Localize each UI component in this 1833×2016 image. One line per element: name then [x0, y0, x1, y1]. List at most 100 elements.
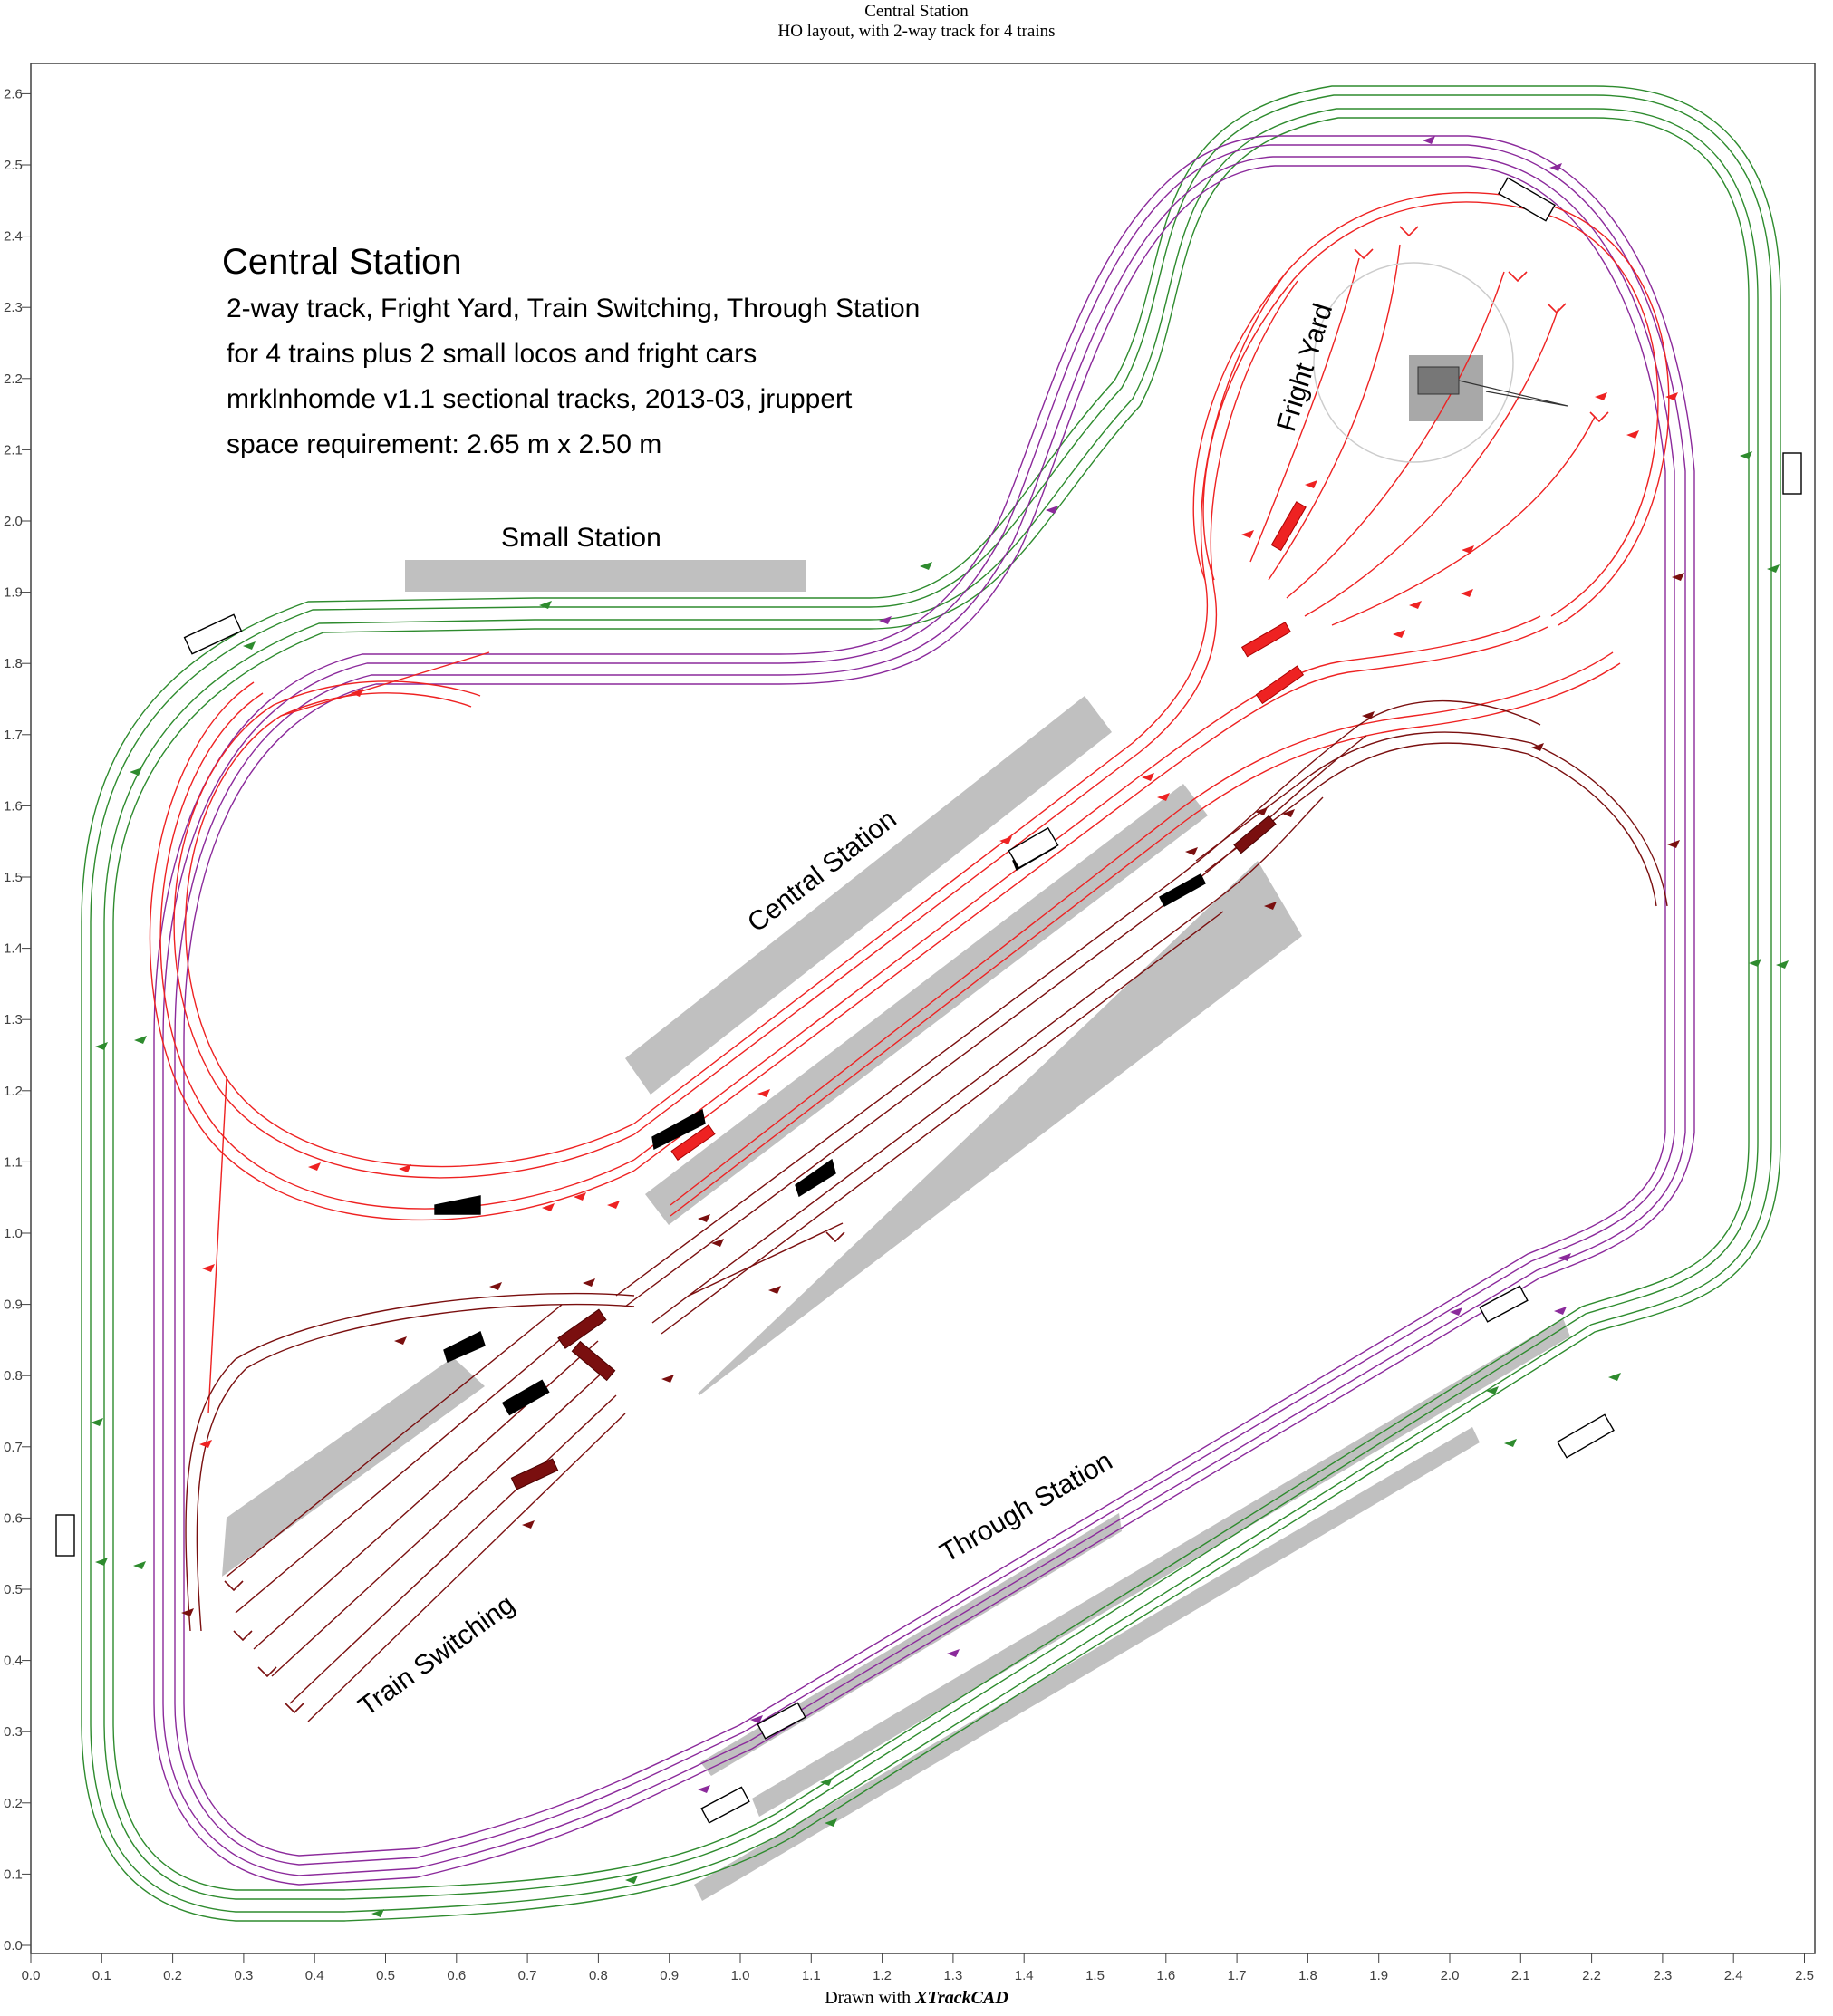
signal-marker	[1282, 809, 1295, 817]
central-station-platform-1	[625, 696, 1112, 1095]
darkred-outer-a	[1195, 731, 1668, 907]
signal-marker	[1558, 1253, 1571, 1261]
car-left	[183, 613, 243, 655]
buffer-3	[1508, 271, 1528, 283]
signal-marker	[820, 1778, 833, 1786]
signal-marker	[181, 1608, 194, 1616]
x-tick-label: 0.2	[163, 1968, 182, 1983]
description-line-2: for 4 trains plus 2 small locos and frig…	[227, 339, 757, 369]
loco-central-2	[1159, 873, 1206, 907]
x-tick-label: 1.6	[1156, 1968, 1175, 1983]
x-tick-label: 1.1	[802, 1968, 821, 1983]
y-tick-label: 0.4	[4, 1654, 23, 1669]
darkred-central-3	[651, 796, 1324, 1324]
purple-track-rail-b	[162, 144, 1686, 1876]
signal-marker	[583, 1278, 595, 1287]
x-tick-label: 0.7	[518, 1968, 537, 1983]
signal-marker	[522, 1520, 535, 1529]
y-tick-label: 2.1	[4, 442, 23, 458]
darkred-switch-6	[307, 1413, 626, 1722]
y-tick-label: 2.0	[4, 514, 23, 529]
signal-marker	[1393, 630, 1405, 638]
switching-buffer-stops	[224, 1231, 845, 1714]
red-loop-rail-c	[159, 692, 635, 1210]
x-tick-label: 1.2	[873, 1968, 892, 1983]
car-through-3	[757, 1702, 806, 1740]
car-through-1	[1479, 1285, 1529, 1323]
y-tick-label: 1.7	[4, 728, 23, 743]
signal-marker	[1667, 840, 1680, 848]
x-tick-label: 2.3	[1653, 1968, 1672, 1983]
signal-marker	[757, 1089, 770, 1097]
loco-small-station	[434, 1195, 481, 1215]
x-tick-label: 0.5	[376, 1968, 395, 1983]
signal-marker	[661, 1375, 674, 1383]
red-central-track-3	[633, 615, 1541, 1161]
signal-marker	[1776, 960, 1789, 969]
y-tick-label: 0.3	[4, 1724, 23, 1740]
signal-marker	[95, 1042, 108, 1050]
x-tick-label: 1.7	[1228, 1968, 1247, 1983]
purple-track-rail-d	[183, 165, 1666, 1857]
darkred-switch-4	[271, 1367, 608, 1677]
signal-marker	[1046, 506, 1058, 514]
signal-marker	[1462, 545, 1474, 554]
car-through-4	[700, 1786, 750, 1824]
red-yard-track-1	[1249, 257, 1360, 563]
signal-marker	[711, 1239, 724, 1247]
x-tick-label: 2.5	[1795, 1968, 1814, 1983]
darkred-central-4	[661, 911, 1224, 1335]
signal-marker	[133, 1561, 146, 1569]
drawn-with-footer: Drawn with XTrackCAD	[0, 1988, 1833, 2009]
buffer-5	[1589, 411, 1609, 423]
signal-marker	[574, 1192, 586, 1201]
signal-marker	[1461, 589, 1473, 597]
darkred-switch-2	[235, 1322, 581, 1614]
loco-lower-1	[651, 1108, 706, 1151]
signal-marker	[308, 1162, 321, 1171]
signal-marker	[1362, 711, 1375, 719]
signal-marker	[134, 1036, 147, 1044]
x-tick-label: 2.1	[1511, 1968, 1530, 1983]
label-train-switching: Train Switching	[353, 1589, 520, 1722]
crane-boom	[1458, 380, 1568, 407]
green-track-rail-a	[81, 85, 1781, 1922]
signal-marker	[920, 562, 932, 570]
train-switching-platform	[222, 1357, 485, 1577]
y-tick-label: 0.7	[4, 1440, 23, 1455]
wagon-r-2	[1240, 622, 1291, 658]
signal-marker	[1554, 1307, 1567, 1315]
signal-marker	[768, 1286, 781, 1294]
x-tick-label: 0.8	[589, 1968, 608, 1983]
signal-marker	[1241, 530, 1254, 538]
x-tick-label: 2.4	[1724, 1968, 1743, 1983]
y-tick-label: 0.8	[4, 1368, 23, 1384]
y-tick-label: 2.3	[4, 300, 23, 315]
description-line-4: space requirement: 2.65 m x 2.50 m	[227, 429, 661, 459]
x-tick-label: 0.4	[305, 1968, 324, 1983]
y-tick-label: 0.6	[4, 1510, 23, 1526]
sw-buffer-3	[257, 1666, 277, 1678]
small-station-platform	[405, 560, 806, 592]
signal-marker	[825, 1818, 837, 1827]
signal-marker	[1423, 136, 1435, 144]
signal-marker	[999, 836, 1012, 844]
signal-marker	[625, 1876, 638, 1884]
car-through-2	[1557, 1413, 1615, 1459]
y-tick-label: 2.2	[4, 371, 23, 387]
signal-marker	[1305, 480, 1317, 488]
purple-loop	[153, 135, 1695, 1886]
rolling-stock	[55, 177, 1802, 1824]
y-tick-label: 2.5	[4, 158, 23, 173]
signal-marker	[91, 1418, 103, 1426]
signal-marker	[879, 616, 892, 624]
loco-switching	[443, 1331, 486, 1363]
red-loop-rail-a	[185, 692, 635, 1168]
green-outer-loop	[81, 85, 1781, 1922]
red-loop-join	[207, 1077, 227, 1414]
car-right-edge	[1782, 452, 1802, 495]
signal-marker	[1749, 959, 1761, 967]
signal-marker	[489, 1282, 502, 1290]
wagon-dr-3	[510, 1458, 559, 1490]
